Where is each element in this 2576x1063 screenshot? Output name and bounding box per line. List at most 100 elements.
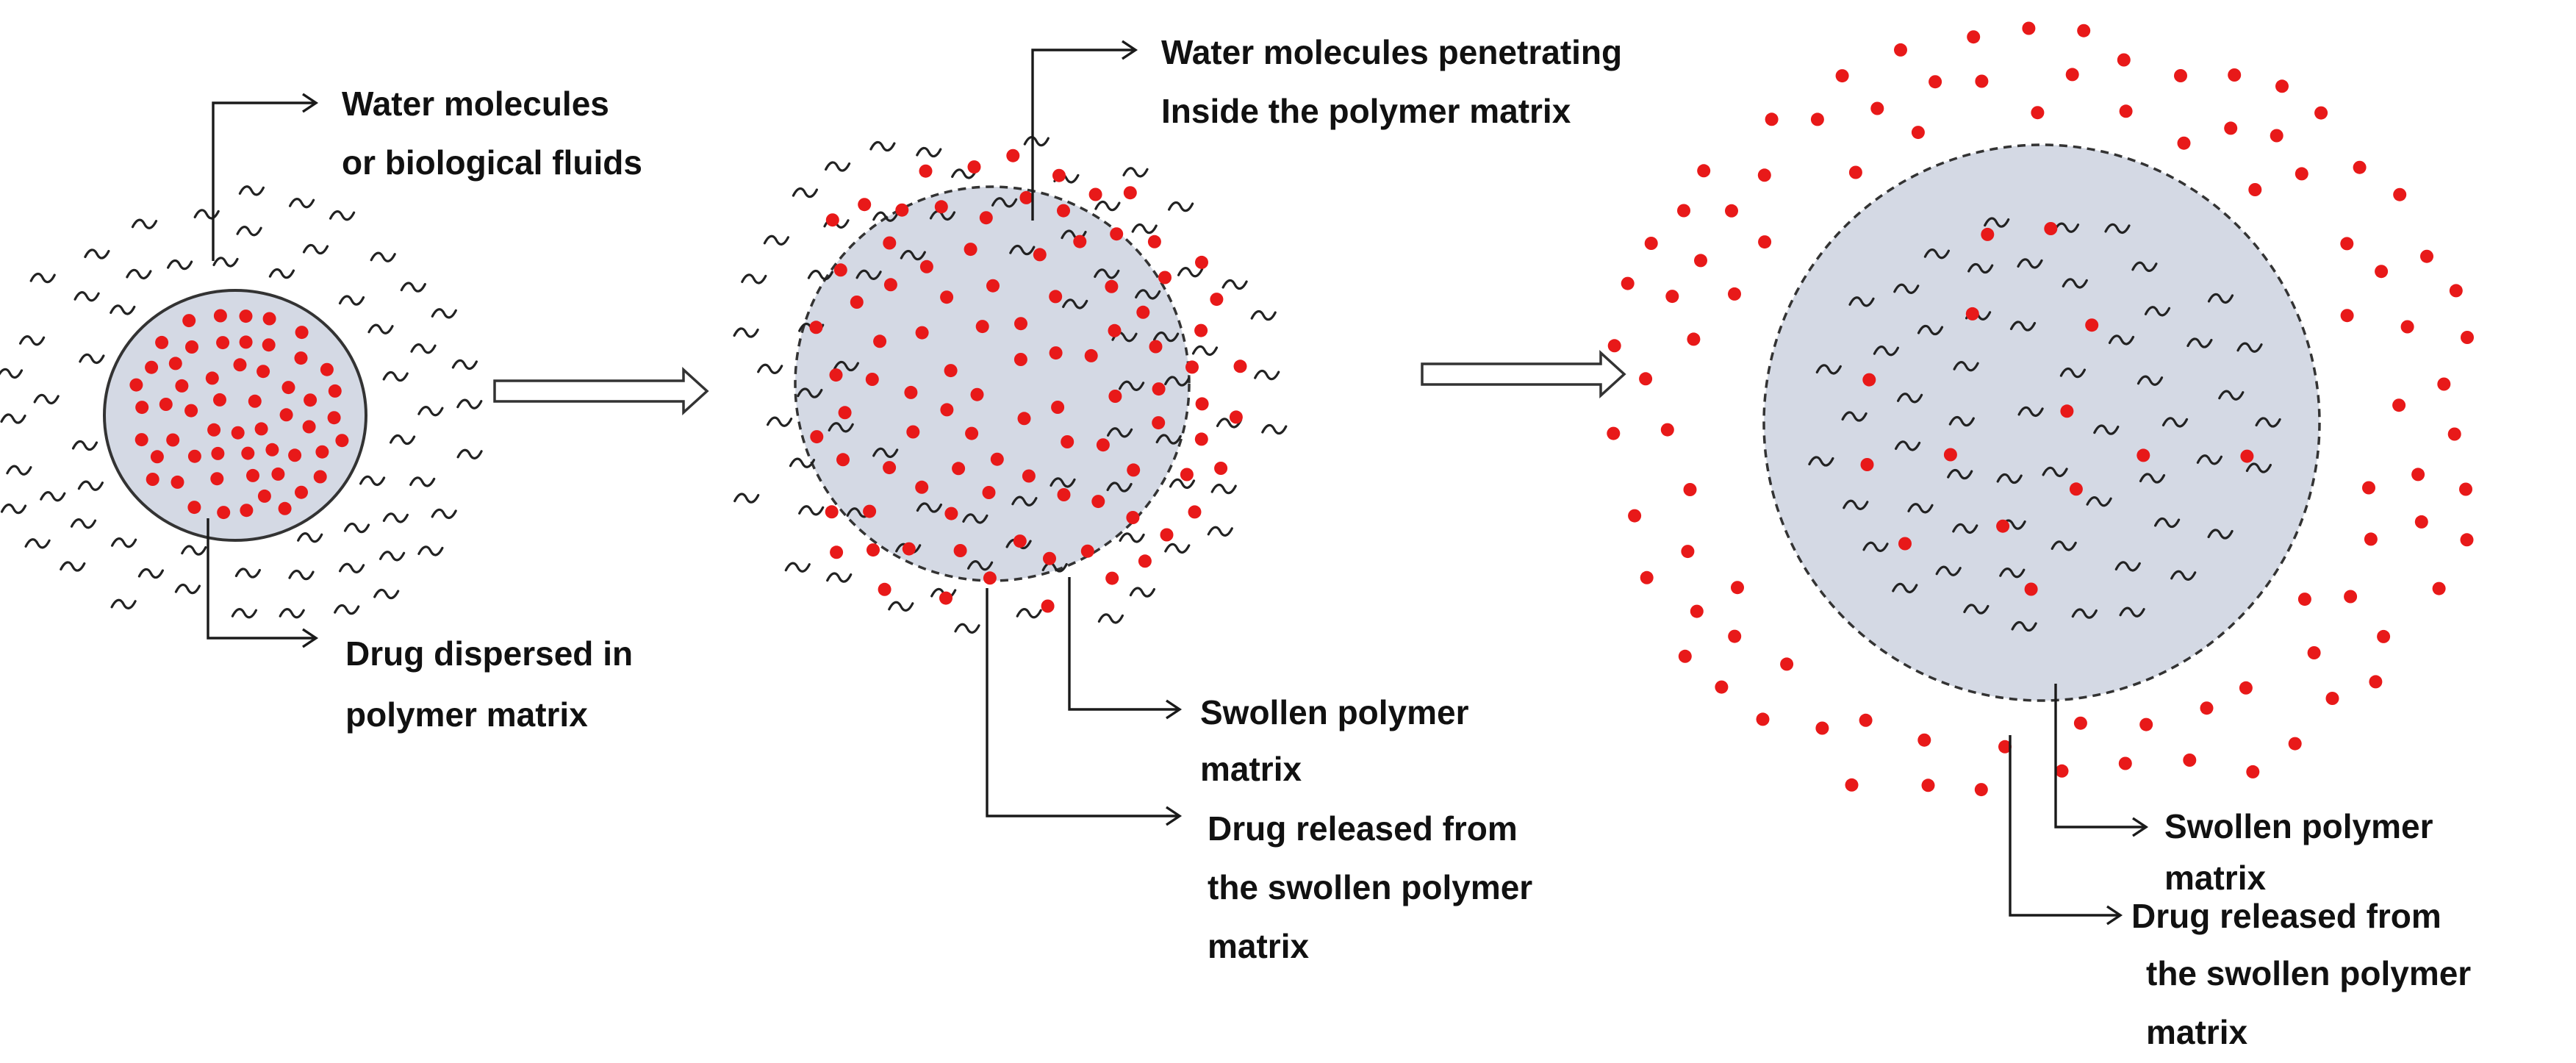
drug-particle [2177,136,2191,150]
drug-particle [1862,373,1876,387]
water-molecule-icon [40,491,66,502]
polymer-matrix-dry [103,289,367,542]
water-molecule-icon [1210,483,1237,495]
drug-particle [2325,692,2339,705]
drug-particle [187,449,201,463]
drug-particle [2340,237,2354,251]
stage2-released-label-line1: Drug released from [1208,809,1518,848]
drug-particle [934,200,948,214]
drug-particle [246,468,259,482]
drug-particle [1644,237,1658,250]
water-molecule-icon [954,623,980,634]
water-molecule-icon [1177,267,1204,278]
drug-particle [1765,112,1779,126]
water-molecule-icon [1261,423,1288,435]
drug-particle [2420,249,2433,263]
water-molecule-icon [733,327,759,338]
water-molecule-icon [1164,543,1191,554]
drug-particle [155,335,169,349]
water-molecule-icon [181,545,207,556]
water-molecule-icon [29,272,56,284]
drug-particle [2077,24,2091,37]
drug-particle [1943,448,1957,462]
drug-particle [873,334,887,348]
water-molecule-icon [238,185,265,196]
water-molecule-icon [733,493,760,504]
drug-particle [1678,649,1692,663]
drug-particle [983,571,997,585]
water-label-arrowhead [302,93,319,113]
drug-particle [1123,186,1137,200]
drug-particle [2024,582,2038,596]
drug-particle [1731,581,1744,595]
drug-particle [262,338,276,352]
drug-particle [2239,681,2253,695]
drug-particle [2314,106,2328,120]
drug-particle [2224,121,2238,135]
drug-particle [1110,227,1124,241]
drug-particle [302,420,316,434]
drug-particle [1096,438,1110,452]
drug-particle [1929,75,1942,89]
water-molecule-icon [167,259,193,271]
stage-1: Water molecules or biological fluids Dru… [0,85,642,734]
drug-particle [271,467,285,481]
drug-particle [858,198,872,212]
drug-particle [295,485,308,499]
drug-particle [1921,779,1935,792]
drug-particle [2174,69,2187,82]
drug-particle [294,351,308,365]
drug-particle [964,243,977,257]
drug-particle [979,211,993,225]
drug-particle [335,434,349,448]
drug-particle [2307,646,2321,659]
drug-particle [2117,53,2131,67]
drug-particle [986,279,1000,293]
drug-particle [1665,290,1679,304]
drug-particle [939,591,952,605]
drug-particle [970,387,984,401]
water-molecule-icon [431,508,457,520]
stage3-released-label-line2: the swollen polymer [2146,954,2471,992]
released-label-arrowhead [1166,806,1183,826]
drug-particle [895,203,909,217]
water-molecule-icon [1023,135,1050,147]
drug-particle [965,426,979,440]
stage2-water-label-line2: Inside the polymer matrix [1161,92,1571,130]
water-molecule-icon [24,538,51,549]
water-molecule-icon [410,343,437,354]
drug-particle [265,443,279,457]
drug-particle [1049,346,1063,360]
drug-particle [1013,534,1027,548]
drug-particle [145,360,159,374]
drug-particle [1815,721,1829,735]
drug-particle [241,446,255,460]
drug-particle [944,507,958,520]
water-molecule-icon [1167,201,1194,212]
drug-particle [150,450,164,464]
water-molecule-icon [288,569,315,581]
penetrating-label-arrowhead [1122,40,1138,60]
water-molecule-icon [1250,309,1277,321]
drug-particle [1013,353,1027,366]
water-molecule-icon [70,518,97,529]
drug-particle [2060,404,2074,418]
water-molecule-icon [367,323,394,334]
drug-particle [1105,571,1119,585]
drug-particle [1756,712,1770,726]
drug-particle [1639,372,1653,386]
drug-particle [1835,69,1849,83]
drug-particle [159,398,173,411]
water-molecule-icon [916,146,942,158]
water-molecule-icon [111,537,137,548]
water-molecule-icon [297,532,323,543]
drug-particle [216,336,230,350]
drug-particle [2139,717,2153,731]
stage3-swollen-label-line2: matrix [2164,859,2266,897]
drug-particle [809,321,823,334]
stage1-water-label-line1: Water molecules [342,85,609,123]
stage2-released-label: Drug released from the swollen polymer m… [1208,809,1542,965]
drug-particle [239,335,253,349]
drug-particle [2055,764,2069,778]
drug-particle [1660,423,1674,437]
